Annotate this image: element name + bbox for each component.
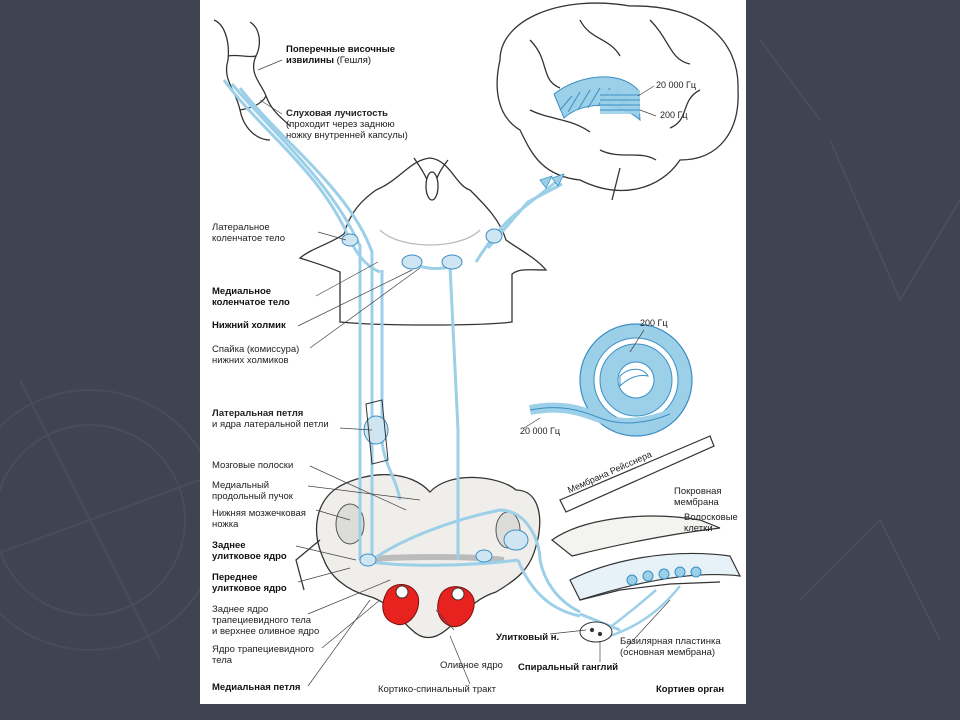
- label-brain-20000hz: 20 000 Гц: [656, 80, 697, 90]
- hair-cells: [626, 566, 702, 586]
- label-inferior-colliculus: Нижний холмик: [212, 320, 286, 331]
- spiral-ganglion: [579, 621, 613, 643]
- organ-of-corti: [551, 435, 742, 601]
- label-medullary-striae: Мозговые полоски: [212, 460, 294, 471]
- label-auditory-radiation: Слуховая лучистость (проходит через задн…: [286, 108, 408, 141]
- lateral-lemniscus-outline: [365, 399, 389, 465]
- label-cochlea-20000hz: 20 000 Гц: [520, 426, 561, 436]
- cochlea-spiral: [529, 323, 693, 437]
- diagram-artwork: [213, 2, 742, 687]
- label-hair-cells: Волосковые клетки: [684, 512, 738, 534]
- label-spiral-ganglion: Спиральный ганглий: [518, 662, 619, 673]
- tonotopic-auditory-cortex: [553, 76, 641, 122]
- heschl-gyrus: [213, 19, 291, 141]
- label-organ-corti: Кортиев орган: [656, 684, 725, 695]
- label-commissure: Спайка (комиссура) нижних холмиков: [212, 344, 300, 366]
- pathway-arrows: [539, 173, 565, 189]
- olive-nuclei: [382, 584, 475, 628]
- medulla-section: [295, 474, 541, 639]
- label-lateral-lemniscus: Латеральная петля и ядра латеральной пет…: [212, 408, 329, 430]
- diagram-panel: Поперечные височные извилины (Гешля) Слу…: [200, 0, 746, 704]
- label-corticospinal: Кортико-спинальный тракт: [378, 684, 497, 695]
- leader-lines: [257, 59, 671, 687]
- label-medial-geniculate: Медиальное коленчатое тело: [212, 286, 290, 308]
- label-mlf: Медиальный продольный пучок: [212, 480, 293, 502]
- label-brain-200hz: 200 Гц: [660, 110, 688, 120]
- label-ventral-cochlear: Переднее улитковое ядро: [212, 572, 287, 594]
- label-transverse-gyri: Поперечные височные извилины (Гешля): [286, 44, 395, 66]
- label-lateral-geniculate: Латеральное коленчатое тело: [212, 222, 286, 244]
- label-medial-lemniscus: Медиальная петля: [212, 682, 301, 693]
- label-inferior-peduncle: Нижняя мозжечковая ножка: [212, 508, 306, 530]
- label-olive: Оливное ядро: [440, 660, 503, 671]
- label-dorsal-cochlear: Заднее улитковое ядро: [212, 540, 287, 562]
- midbrain-section: [298, 157, 548, 326]
- label-cochlea-200hz: 200 Гц: [640, 318, 668, 328]
- label-tectorial: Покровная мембрана: [674, 486, 722, 508]
- label-trapezoid-nucleus: Ядро трапециевидного тела: [212, 644, 314, 666]
- label-cochlear-nerve: Улитковый н.: [496, 632, 560, 643]
- pathway-nuclei: [341, 228, 529, 567]
- label-trapezoid-olive: Заднее ядро трапециевидного тела и верхн…: [212, 604, 320, 637]
- label-basilar: Базилярная пластинка (основная мембрана): [620, 636, 721, 658]
